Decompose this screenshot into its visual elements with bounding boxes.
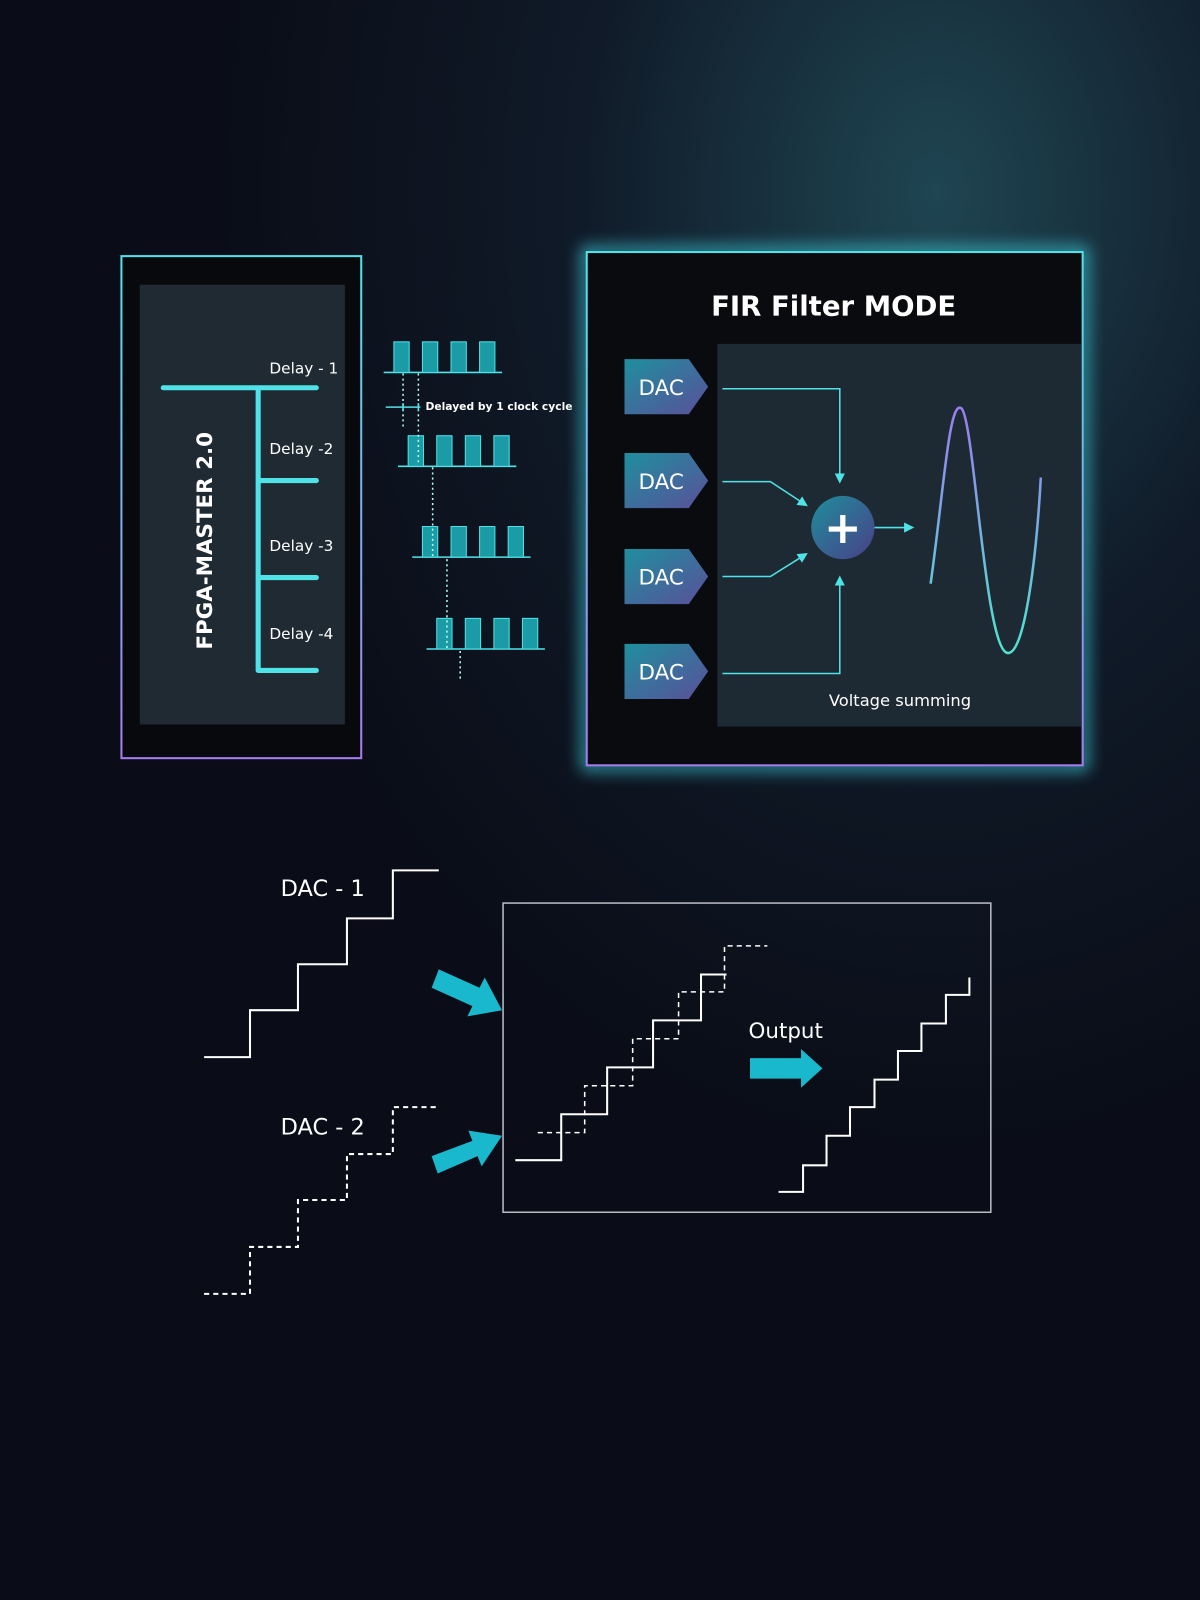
dac-label: DAC	[639, 376, 684, 401]
clock-cycle-indicator	[385, 403, 421, 412]
dac-label: DAC	[639, 566, 684, 591]
dac2-staircase	[204, 1106, 439, 1295]
pulse	[493, 435, 510, 467]
pulse	[493, 617, 510, 650]
dac-block-3: DAC	[624, 548, 709, 605]
pulse	[521, 617, 539, 650]
pulse-train-2	[397, 435, 517, 468]
pulse	[421, 341, 439, 373]
dac-block-4: DAC	[624, 643, 709, 699]
pulse-train-4	[426, 617, 545, 650]
delay-label-1: Delay - 1	[269, 359, 338, 377]
pulse	[407, 435, 424, 467]
fpga-bus	[160, 385, 319, 673]
pulse-train-3	[412, 526, 531, 558]
summing-label: Voltage summing	[829, 691, 971, 710]
pulse	[479, 526, 496, 558]
delay-label-4: Delay -4	[269, 625, 333, 643]
output-label: Output	[749, 1019, 823, 1044]
signal-lines	[316, 383, 609, 675]
pulse	[393, 341, 410, 373]
fpga-block: FPGA-MASTER 2.0 Delay - 1 Delay -2 Delay…	[120, 255, 363, 760]
pulse-trains	[383, 341, 545, 650]
dac-blocks: DAC DAC DAC DAC	[624, 359, 709, 699]
pulse	[421, 526, 439, 558]
pulse	[450, 341, 467, 373]
input-arrows	[431, 969, 503, 1174]
delay-label-2: Delay -2	[269, 440, 333, 458]
fir-title: FIR Filter MODE	[711, 290, 956, 322]
dac-label: DAC	[639, 470, 684, 495]
summing-panel	[717, 343, 1082, 727]
pulse-train-1	[383, 341, 503, 374]
dac-label: DAC	[639, 661, 684, 686]
output-staircase	[778, 977, 971, 1193]
output-box	[502, 902, 992, 1214]
pulse	[464, 617, 482, 650]
pulse	[436, 617, 453, 650]
arrow-icon	[431, 1130, 503, 1174]
delay-label-3: Delay -3	[269, 537, 333, 555]
arrow-icon	[431, 969, 503, 1017]
pulse	[479, 341, 496, 373]
combined-dashed-staircase	[537, 945, 768, 1134]
pulse	[507, 526, 524, 558]
fpga-title: FPGA-MASTER 2.0	[193, 432, 218, 650]
dac-block-2: DAC	[624, 453, 709, 509]
plus-icon: +	[824, 501, 862, 554]
pulse	[436, 435, 453, 467]
pulse	[450, 526, 467, 558]
delay-note: Delayed by 1 clock cycle	[426, 400, 573, 413]
dac2-label: DAC - 2	[281, 1115, 365, 1141]
output-arrow-icon	[750, 1048, 823, 1088]
dac1-staircase	[204, 869, 439, 1059]
combined-solid-staircase	[515, 973, 727, 1162]
output-sine-wave	[929, 406, 1043, 655]
dac1-label: DAC - 1	[281, 876, 365, 902]
summing-connections	[722, 388, 915, 675]
delay-markers	[402, 373, 461, 679]
pulse	[464, 435, 482, 467]
dac-block-1: DAC	[624, 359, 709, 415]
summing-node	[811, 495, 875, 560]
